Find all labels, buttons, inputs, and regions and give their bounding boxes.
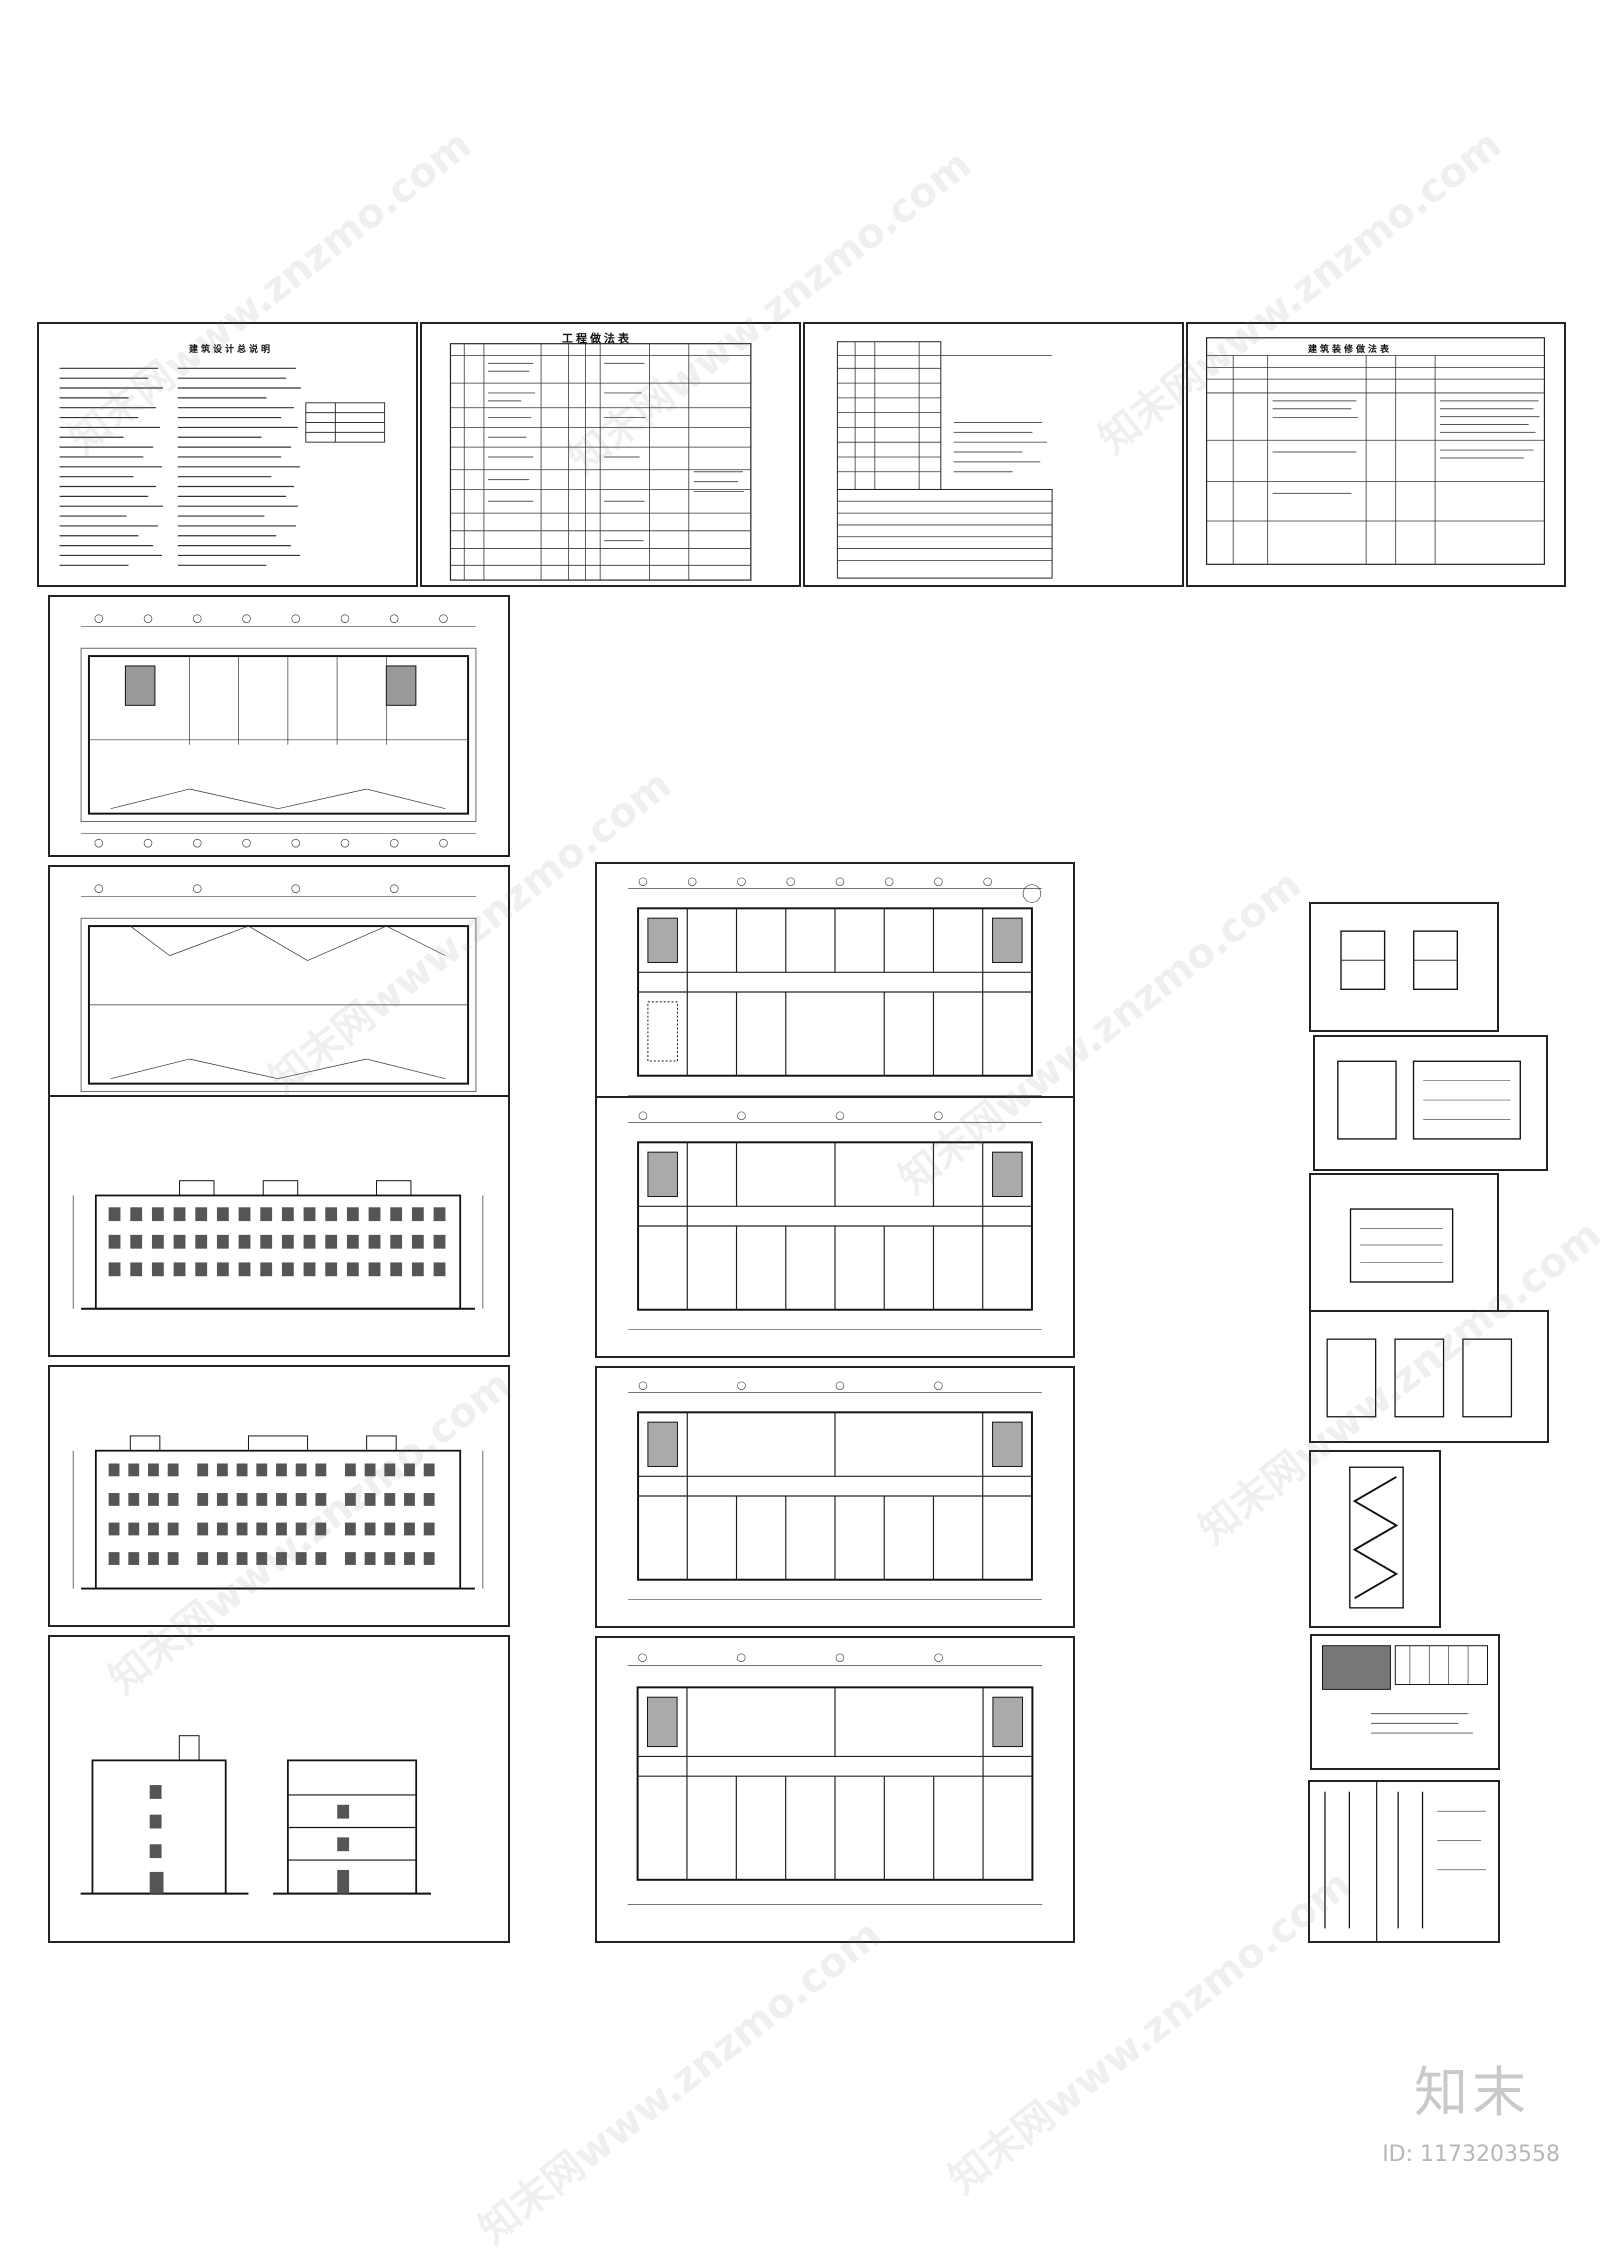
sheet-detail-2: [1313, 1035, 1548, 1171]
sheet-door-window-table: [1310, 1634, 1500, 1770]
floor-plan-2-drawing: [628, 1111, 1042, 1330]
product-id-label: ID: 1173203558: [1382, 2142, 1560, 2167]
sheet-floor-plan-1: [595, 862, 1075, 1124]
sheet-roof-plan-2: [48, 865, 510, 1127]
sheet-south-elevation: [48, 1095, 510, 1357]
sheet-wall-details: [1308, 1780, 1500, 1943]
sheet-detail-1: [1309, 902, 1499, 1032]
side-elevation-drawing: [80, 1735, 431, 1895]
wall-details-drawing: [1324, 1782, 1486, 1941]
floor-plan-4-drawing: [627, 1653, 1043, 1905]
material-table-title: 工程做法表: [562, 332, 632, 345]
sheet-stair-section: [1309, 1450, 1441, 1628]
design-notes-title: 建筑设计总说明: [189, 345, 274, 355]
detail-2-drawing: [1337, 1060, 1521, 1140]
fire-table-title: 建筑装修做法表: [1308, 345, 1393, 355]
sheet-roof-plan: [48, 595, 510, 857]
watermark-text: 知末网www.znzmo.com: [470, 1911, 890, 2253]
detail-3-drawing: [1349, 1208, 1454, 1283]
sheet-floor-plan-3: [595, 1366, 1075, 1628]
floor-plan-3-drawing: [628, 1381, 1042, 1600]
sheet-fire-table: 建筑装修做法表: [1186, 322, 1566, 587]
sheet-energy-table: [803, 322, 1184, 587]
sheet-floor-plan-2: [595, 1096, 1075, 1358]
door-window-table-drawing: [1322, 1645, 1488, 1734]
roof-plan-2-drawing: [80, 884, 477, 1118]
sheet-design-notes: 建筑设计总说明: [37, 322, 418, 587]
sheet-material-table: 工程做法表: [420, 322, 801, 587]
floor-plan-1-drawing: [628, 877, 1042, 1096]
south-elevation-drawing: [72, 1180, 484, 1310]
sheet-side-elevation-section: [48, 1635, 510, 1943]
north-elevation-drawing: [72, 1435, 484, 1590]
fire-table-grid: [1206, 337, 1546, 565]
sheet-detail-4: [1309, 1310, 1549, 1443]
design-notes-text-block: [59, 367, 386, 566]
sheet-detail-3: [1309, 1173, 1499, 1319]
brand-logo: 知末: [1414, 2061, 1530, 2124]
energy-table-grid: [836, 341, 1053, 579]
sheet-floor-plan-4: [595, 1636, 1075, 1943]
stair-section-drawing: [1349, 1466, 1404, 1609]
detail-4-drawing: [1326, 1338, 1513, 1418]
material-table-grid: [449, 343, 752, 581]
sheet-north-elevation: [48, 1365, 510, 1627]
roof-plan-drawing: [80, 614, 477, 848]
detail-1-drawing: [1340, 930, 1458, 990]
